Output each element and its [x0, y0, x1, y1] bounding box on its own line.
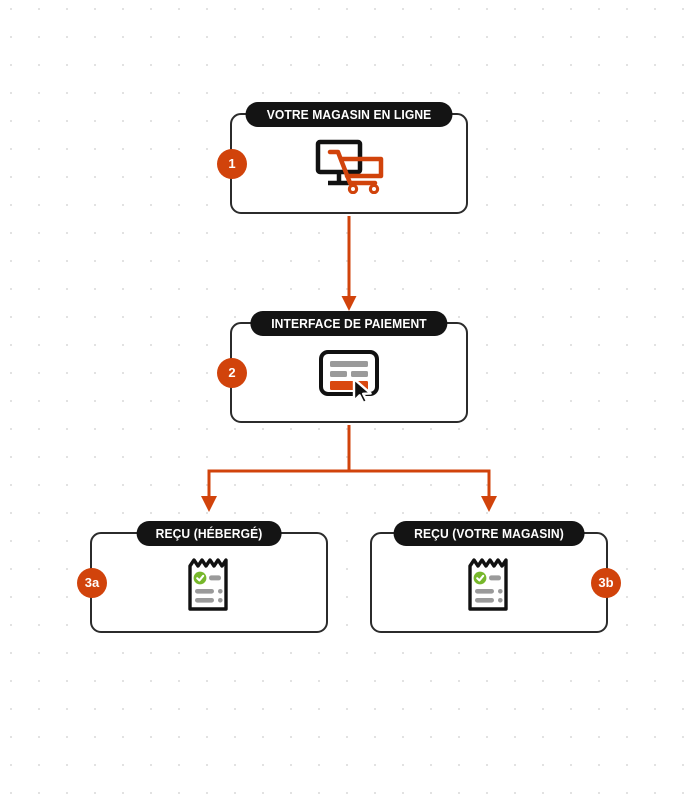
node-badge-1: 1 [217, 148, 247, 179]
receipt-check-icon [464, 556, 514, 614]
node-title-receipt-hosted: REÇU (HÉBERGÉ) [136, 521, 282, 546]
edge-payment-to-receipts [201, 425, 497, 512]
edge-store-to-payment [341, 216, 357, 311]
node-title-receipt-own-store: REÇU (VOTRE MAGASIN) [393, 521, 585, 546]
node-badge-3b: 3b [591, 567, 621, 598]
receipt-check-icon [184, 556, 234, 614]
node-online-store[interactable]: VOTRE MAGASIN EN LIGNE 1 [217, 102, 468, 214]
node-receipt-own-store[interactable]: REÇU (VOTRE MAGASIN) 3b [370, 521, 621, 633]
payment-form-cursor-icon [313, 347, 385, 403]
node-badge-3a: 3a [77, 567, 107, 598]
monitor-cart-icon [313, 138, 385, 194]
node-title-payment-interface: INTERFACE DE PAIEMENT [250, 311, 448, 336]
node-title-online-store: VOTRE MAGASIN EN LIGNE [245, 102, 453, 127]
node-badge-2: 2 [217, 357, 247, 388]
node-payment-interface[interactable]: INTERFACE DE PAIEMENT 2 [217, 311, 468, 423]
node-receipt-hosted[interactable]: REÇU (HÉBERGÉ) 3a [77, 521, 328, 633]
